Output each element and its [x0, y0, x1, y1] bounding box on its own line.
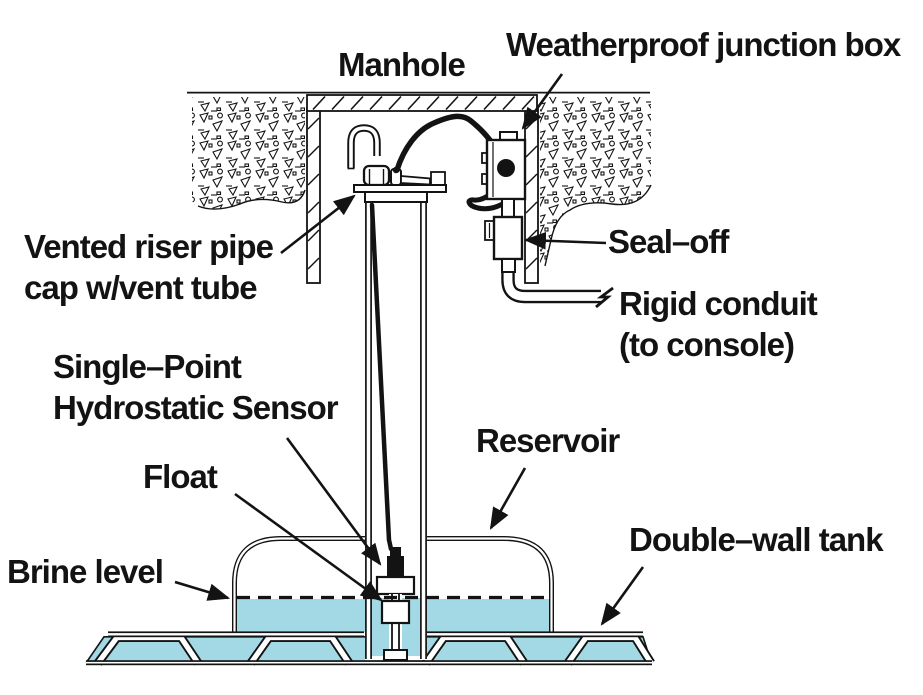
arrow-sensor — [285, 437, 382, 566]
arrow-seal-off — [523, 231, 607, 250]
seal-off-label: Seal–off — [608, 223, 729, 260]
sensor-cable-fitting — [390, 547, 401, 557]
conduit-break-symbol — [595, 286, 614, 309]
arrow-brine-level — [174, 580, 231, 601]
tank-top-line — [108, 631, 643, 638]
manhole-label: Manhole — [338, 46, 466, 83]
reservoir-label: Reservoir — [476, 422, 620, 459]
sensor-cable-in-pipe — [369, 202, 394, 552]
rigid-conduit — [501, 268, 601, 304]
cable-port — [497, 159, 515, 177]
arrow-float — [234, 492, 383, 602]
arrow-vented-riser — [280, 194, 356, 255]
junction-box — [481, 131, 527, 201]
tank-rib — [422, 633, 528, 666]
callout-arrows — [174, 73, 645, 626]
manhole-wall-right — [524, 107, 539, 284]
riser-collar — [364, 191, 428, 203]
soil-texture-left — [192, 97, 306, 210]
tank-rib — [247, 633, 353, 666]
sensor-label: Single–Point Hydrostatic Sensor — [53, 348, 339, 426]
tank-rib — [564, 633, 655, 666]
manhole-slab — [306, 94, 538, 112]
clamp-end-block — [430, 171, 446, 186]
junction-box-label: Weatherproof junction box — [506, 26, 901, 63]
brine-level-label: Brine level — [7, 553, 164, 590]
arrow-junction-box — [521, 73, 564, 130]
arrow-reservoir — [489, 467, 527, 530]
arrow-double-wall-tank — [600, 566, 645, 626]
sensor-foot — [383, 649, 408, 661]
soil-texture-right — [540, 97, 652, 267]
float-body — [380, 599, 411, 625]
seal-off — [484, 198, 524, 273]
clamp-lever — [400, 175, 431, 186]
sensor-cap — [375, 575, 416, 596]
tank-rib — [94, 633, 202, 666]
hydrostatic-sensor — [375, 547, 416, 661]
vent-fitting — [362, 164, 391, 187]
tank-bottom-line — [86, 660, 652, 666]
manhole-wall-left — [306, 107, 321, 284]
vented-riser-label: Vented riser pipe cap w/vent tube — [24, 228, 274, 306]
riser-cap — [353, 164, 447, 193]
double-wall-tank-label: Double–wall tank — [629, 521, 884, 558]
float-label: Float — [143, 458, 218, 495]
cap-plate — [353, 184, 447, 193]
sensor-gland — [387, 556, 404, 577]
rigid-conduit-label: Rigid conduit (to console) — [619, 285, 818, 363]
vent-tube — [347, 124, 381, 170]
